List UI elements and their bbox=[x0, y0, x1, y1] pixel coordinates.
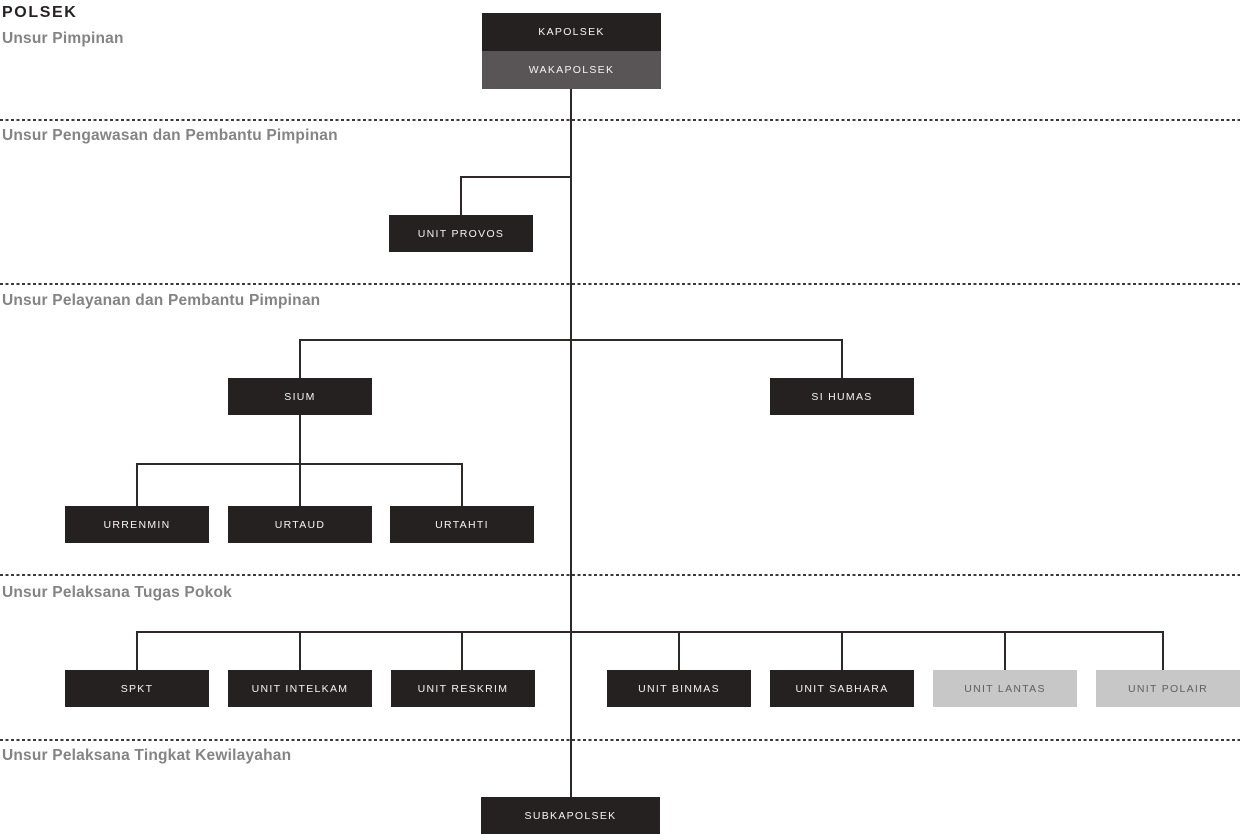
org-node-kapolsek: KAPOLSEK bbox=[482, 13, 661, 51]
org-node-si-humas: SI HUMAS bbox=[770, 378, 914, 415]
connector-urtahti-drop bbox=[461, 463, 463, 507]
section-label-pimpinan: Unsur Pimpinan bbox=[2, 30, 124, 47]
section-label-pelayanan: Unsur Pelayanan dan Pembantu Pimpinan bbox=[2, 292, 321, 309]
connector-intelkam-drop bbox=[299, 631, 301, 671]
connector-main-vertical bbox=[570, 89, 572, 798]
connector-urrenmin-drop bbox=[136, 463, 138, 507]
connector-sihumas-drop bbox=[841, 339, 843, 379]
connector-provos-drop bbox=[460, 176, 462, 216]
connector-reskrim-drop bbox=[461, 631, 463, 671]
org-node-sium: SIUM bbox=[228, 378, 372, 415]
org-node-urrenmin: URRENMIN bbox=[65, 506, 209, 543]
section-divider bbox=[0, 574, 1240, 576]
section-divider bbox=[0, 739, 1240, 741]
section-divider bbox=[0, 119, 1240, 121]
connector-sium-children bbox=[299, 415, 301, 465]
org-node-unit-intelkam: UNIT INTELKAM bbox=[228, 670, 372, 707]
org-node-unit-binmas: UNIT BINMAS bbox=[607, 670, 751, 707]
org-node-spkt: SPKT bbox=[65, 670, 209, 707]
section-label-kewilayahan: Unsur Pelaksana Tingkat Kewilayahan bbox=[2, 747, 292, 764]
org-node-unit-sabhara: UNIT SABHARA bbox=[770, 670, 914, 707]
org-node-urtaud: URTAUD bbox=[228, 506, 372, 543]
org-node-urtahti: URTAHTI bbox=[390, 506, 534, 543]
connector-pelayanan-branch bbox=[299, 339, 843, 341]
org-node-unit-polair: UNIT POLAIR bbox=[1096, 670, 1240, 707]
connector-polair-drop bbox=[1162, 631, 1164, 671]
connector-sium-drop bbox=[299, 339, 301, 379]
org-node-subkapolsek: SUBKAPOLSEK bbox=[481, 797, 660, 834]
connector-spkt-drop bbox=[136, 631, 138, 671]
connector-provos-branch bbox=[460, 176, 572, 178]
connector-urtaud-drop bbox=[299, 463, 301, 507]
page-title: POLSEK bbox=[2, 4, 78, 21]
section-label-pengawasan: Unsur Pengawasan dan Pembantu Pimpinan bbox=[2, 127, 338, 144]
connector-sabhara-drop bbox=[841, 631, 843, 671]
org-node-wakapolsek: WAKAPOLSEK bbox=[482, 51, 661, 89]
org-node-unit-provos: UNIT PROVOS bbox=[389, 215, 533, 252]
section-divider bbox=[0, 283, 1240, 285]
connector-binmas-drop bbox=[678, 631, 680, 671]
org-node-unit-lantas: UNIT LANTAS bbox=[933, 670, 1077, 707]
section-label-tugas-pokok: Unsur Pelaksana Tugas Pokok bbox=[2, 584, 232, 601]
org-node-unit-reskrim: UNIT RESKRIM bbox=[391, 670, 535, 707]
connector-tugas-pokok-branch bbox=[136, 631, 1164, 633]
connector-lantas-drop bbox=[1004, 631, 1006, 671]
